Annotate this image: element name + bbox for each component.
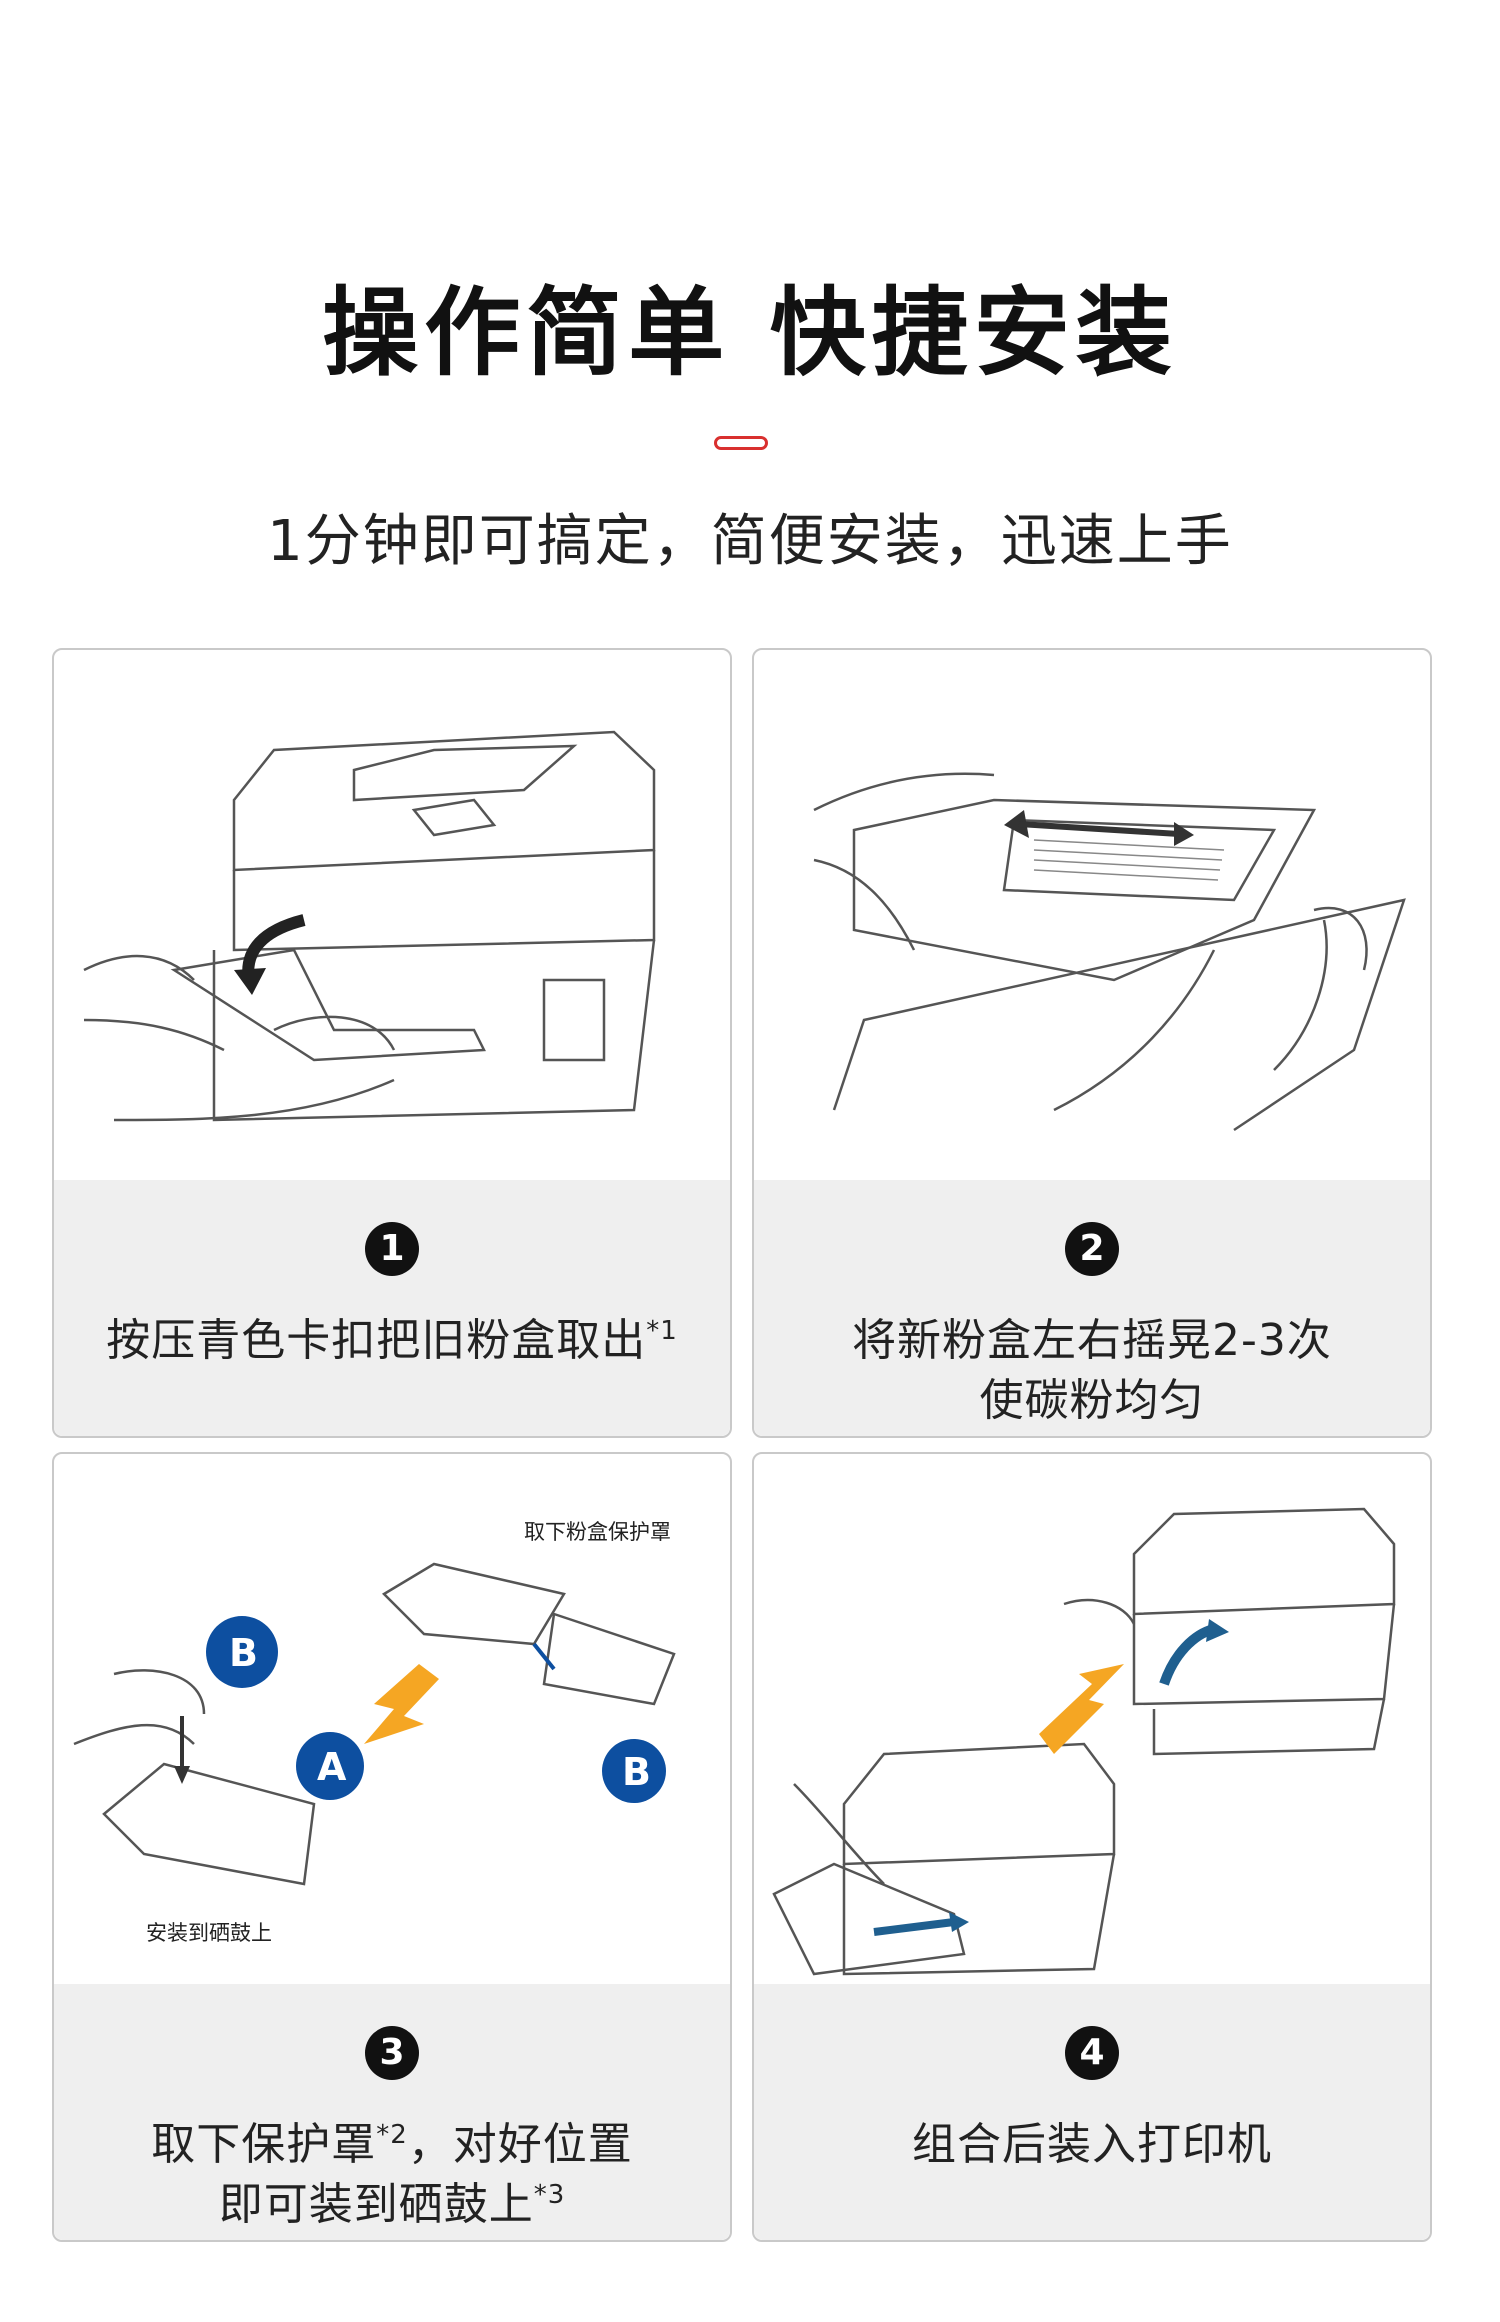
- step-card-2: 2 将新粉盒左右摇晃2-3次 使碳粉均匀: [752, 648, 1432, 1438]
- install-toner-on-drum-illustration: 取下粉盒保护罩 安装到硒鼓上 B B A: [73, 1520, 676, 1945]
- page-subtitle: 1分钟即可搞定，简便安装，迅速上手: [267, 509, 1233, 574]
- step-number-badge: 1: [365, 1222, 419, 1276]
- step-number-badge: 4: [1065, 2026, 1119, 2080]
- shake-cartridge-illustration: [813, 772, 1406, 1132]
- svg-text:A: A: [317, 1745, 347, 1789]
- step-text-line-1: 取下保护罩*2，对好位置: [54, 2108, 730, 2172]
- page-title: 操作简单 快捷安装: [322, 277, 1178, 389]
- badge-b-icon: [206, 1616, 278, 1688]
- step-text-line: 按压青色卡扣把旧粉盒取出*1: [54, 1304, 730, 1368]
- badge-a-icon: [296, 1732, 364, 1800]
- printer-remove-cartridge-illustration: [83, 730, 656, 1122]
- step-number-badge: 2: [1065, 1222, 1119, 1276]
- footnote-marker: *1: [646, 1316, 678, 1346]
- insert-into-printer-illustration: [772, 1507, 1396, 1976]
- step-card-3: 取下粉盒保护罩 安装到硒鼓上 B B A 3 取下保护罩*2，对好位置 即可装到…: [52, 1452, 732, 2242]
- badge-b-icon: [602, 1739, 666, 1803]
- step-text-line: 组合后装入打印机: [912, 2119, 1272, 2170]
- step-text: 取下保护罩: [151, 2119, 377, 2170]
- step-caption-1: 1 按压青色卡扣把旧粉盒取出*1: [54, 1180, 730, 1436]
- step-text: 即可装到硒鼓上: [218, 2179, 534, 2230]
- step-text: 按压青色卡扣把旧粉盒取出: [106, 1315, 647, 1366]
- step-caption-3: 3 取下保护罩*2，对好位置 即可装到硒鼓上*3: [54, 1984, 730, 2240]
- step-text: ，对好位置: [407, 2119, 633, 2170]
- footnote-marker: *2: [376, 2120, 408, 2150]
- step-number-badge: 3: [365, 2026, 419, 2080]
- step-card-1: 1 按压青色卡扣把旧粉盒取出*1: [52, 648, 732, 1438]
- svg-text:B: B: [622, 1750, 651, 1794]
- orange-arrow-icon: [364, 1664, 439, 1744]
- step-text-line-2: 即可装到硒鼓上*3: [54, 2168, 730, 2232]
- title-divider: [714, 436, 768, 450]
- orange-arrow-icon: [1039, 1664, 1124, 1754]
- step-text-line-1: 将新粉盒左右摇晃2-3次: [852, 1315, 1332, 1366]
- label-remove-cover: 取下粉盒保护罩: [524, 1520, 671, 1544]
- label-install-drum: 安装到硒鼓上: [146, 1921, 272, 1945]
- step-caption-2: 2 将新粉盒左右摇晃2-3次 使碳粉均匀: [754, 1180, 1430, 1436]
- step-text-line-2: 使碳粉均匀: [979, 1375, 1205, 1426]
- footnote-marker: *3: [533, 2180, 566, 2210]
- step-card-4: 4 组合后装入打印机: [752, 1452, 1432, 2242]
- step-caption-4: 4 组合后装入打印机: [754, 1984, 1430, 2240]
- svg-text:B: B: [229, 1631, 258, 1675]
